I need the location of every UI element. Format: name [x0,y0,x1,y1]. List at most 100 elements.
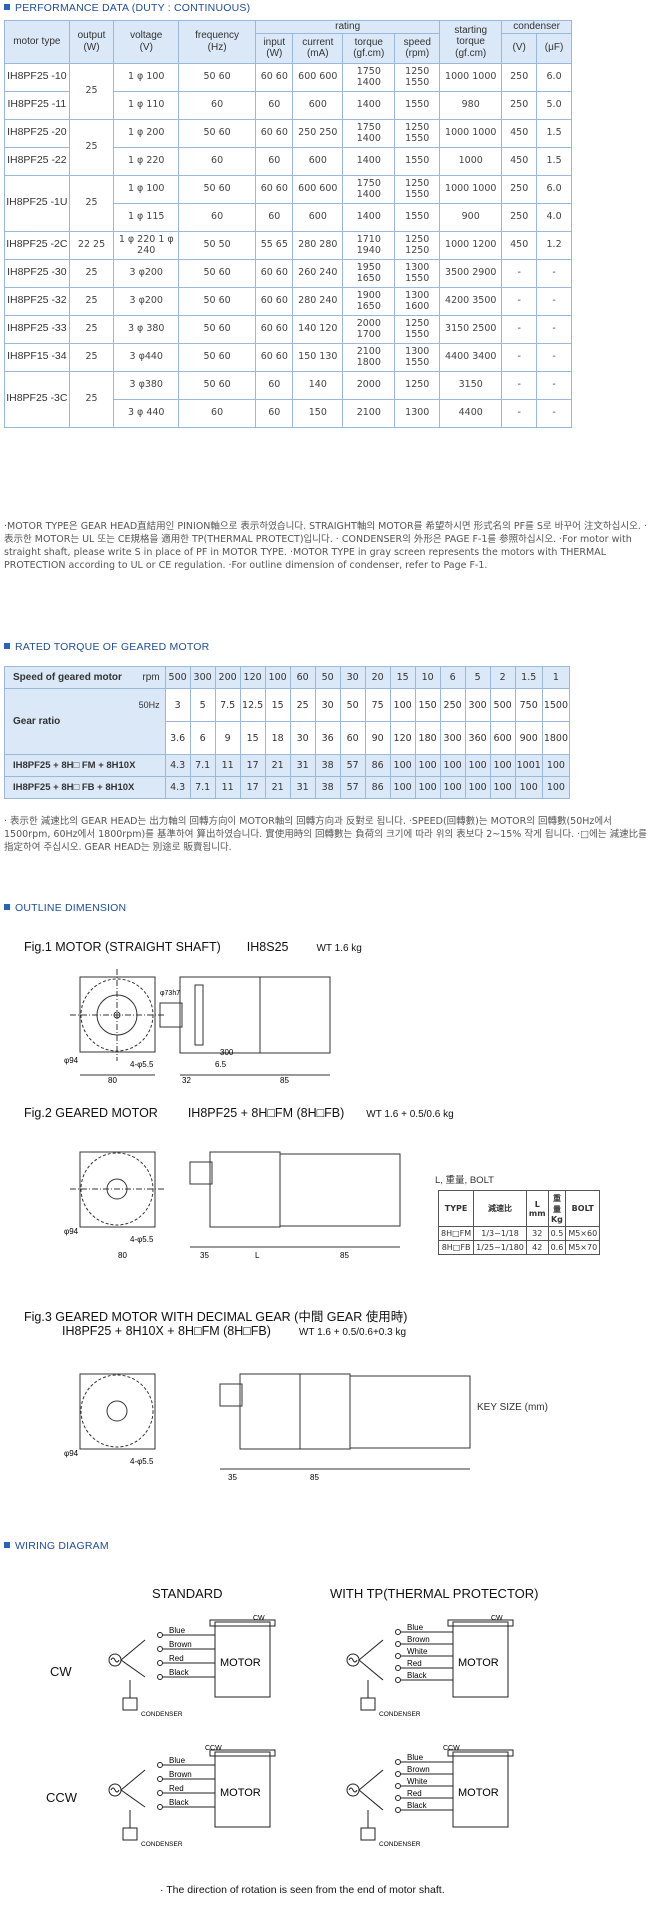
wiring-tp-label: WITH TP(THERMAL PROTECTOR) [330,1586,539,1601]
performance-note: ·MOTOR TYPE은 GEAR HEAD直結用인 PINION軸으로 表示하… [4,521,647,571]
performance-cell: 25 [68,62,115,120]
performance-cell: 1250 [394,370,441,400]
performance-cell: 1 φ 100 [113,62,180,92]
col-current: current(mA) [292,32,344,64]
performance-cell: 60 60 [255,342,294,372]
performance-cell: - [536,342,572,372]
performance-cell: 1250 1550 [394,314,441,344]
performance-cell: IH8PF25 -20 [4,118,70,148]
lw-head-cell: 重量 Kg [547,1190,567,1227]
wire-label-red: Red [407,1789,422,1798]
torque-cell: 15 [389,666,416,689]
fig1-dim-85: 85 [280,1076,289,1085]
performance-cell: 3 φ380 [113,370,180,400]
performance-cell: 4200 3500 [439,286,503,316]
performance-cell: 450 [501,118,538,148]
performance-cell: 250 [501,90,538,120]
performance-cell: 1300 1550 [394,258,441,288]
performance-cell: 50 60 [178,370,257,400]
performance-cell: 1250 1550 [394,118,441,148]
torque-cell: 100 [389,688,416,722]
wire-label-brown: Brown [407,1765,430,1774]
torque-cell: 30 [339,666,366,689]
torque-cell: 100 [414,776,441,799]
performance-cell: 1.5 [536,146,572,176]
torque-cell: 3.6 [164,721,191,755]
performance-cell: 25 [68,342,115,372]
wire-label-white: White [407,1777,428,1786]
performance-cell: 1000 1000 [439,62,503,92]
performance-cell: 60 60 [255,314,294,344]
torque-cell: 100 [389,754,416,777]
torque-cell: 200 [214,666,241,689]
lw-cell: 32 [525,1226,549,1241]
performance-cell: 1300 [394,398,441,428]
fig2-dim-94: φ94 [64,1227,79,1236]
lw-head-cell: TYPE [437,1190,475,1227]
section-torque-title: RATED TORQUE OF GEARED MOTOR [4,641,209,653]
performance-cell: - [501,314,538,344]
performance-cell: - [501,286,538,316]
performance-cell: 25 [68,258,115,288]
performance-cell: 900 [439,202,503,232]
torque-cell: 1.5 [514,666,543,689]
torque-cell: 750 [514,688,543,722]
performance-cell: 450 [501,230,538,260]
performance-cell: 60 [178,146,257,176]
section-outline-title: OUTLINE DIMENSION [4,902,126,914]
torque-cell: 30 [289,721,316,755]
rotation-label: CCW [205,1745,222,1752]
performance-cell: 1400 [342,146,396,176]
performance-cell: IH8PF25 -3C [4,370,70,428]
torque-cell: 18 [264,721,291,755]
rotation-label: CW [253,1615,265,1622]
performance-cell: 1000 1000 [439,174,503,204]
wire-label-brown: Brown [407,1635,430,1644]
condenser-label: CONDENSER [141,1841,183,1848]
col-input: input(W) [255,32,294,64]
torque-cell: 86 [364,776,391,799]
performance-cell: 1550 [394,90,441,120]
torque-cell: 500 [489,688,516,722]
performance-cell: 1300 1600 [394,286,441,316]
condenser-label: CONDENSER [379,1841,421,1848]
torque-cell: 12.5 [239,688,266,722]
torque-cell: 60 [289,666,316,689]
torque-cell: 300 [439,721,466,755]
performance-cell: 260 240 [292,258,344,288]
fig1-dim-94: φ94 [64,1056,79,1065]
lw-cell: 1/25~1/180 [473,1240,527,1255]
performance-cell: 1250 1550 [394,62,441,92]
performance-cell: - [536,370,572,400]
torque-cell: 5 [464,666,491,689]
row1-label: IH8PF25 + 8H□ FM + 8H10X [4,754,166,777]
torque-cell: 11 [214,754,241,777]
fig1-dim-80: 80 [108,1076,117,1085]
performance-cell: 60 60 [255,258,294,288]
fig2-dim-35: 35 [200,1251,209,1260]
performance-cell: 25 [68,370,115,428]
performance-cell: 6.0 [536,62,572,92]
performance-cell: 50 60 [178,258,257,288]
section-performance-title: PERFORMANCE DATA (DUTY : CONTINUOUS) [4,2,250,14]
performance-cell: IH8PF25 -22 [4,146,70,176]
performance-cell: IH8PF25 -32 [4,286,70,316]
performance-cell: 50 60 [178,314,257,344]
performance-cell: 60 60 [255,62,294,92]
performance-cell: 55 65 [255,230,294,260]
performance-cell: 140 120 [292,314,344,344]
wire-label-white: White [407,1647,428,1656]
torque-cell: 5 [189,688,216,722]
wiring-ccw-label: CCW [46,1790,78,1805]
torque-cell: 100 [489,776,516,799]
torque-cell: 100 [464,754,491,777]
performance-cell: IH8PF25 -2C [4,230,70,260]
lw-cell: 8H□FM [437,1226,475,1241]
col-condenser: condenser [501,20,572,34]
condenser-label: CONDENSER [379,1711,421,1718]
